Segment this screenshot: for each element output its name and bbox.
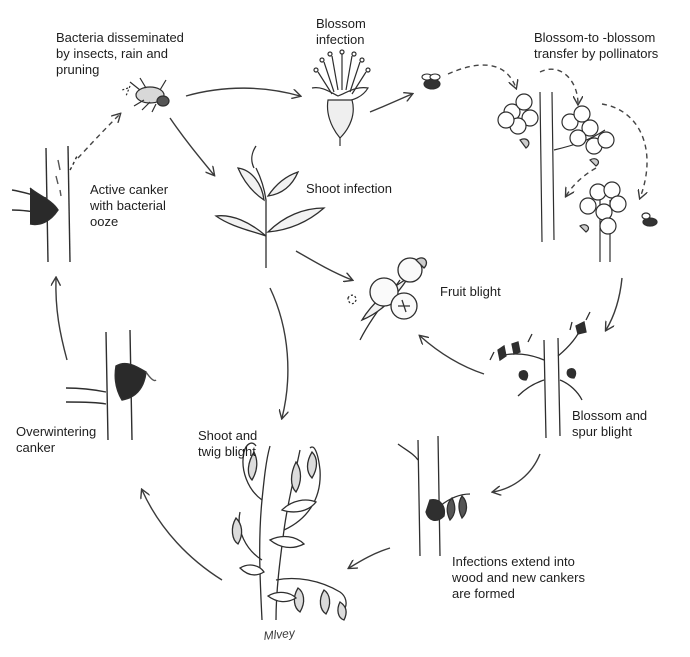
insect-illustration [121,77,170,113]
fruit-illustration [347,257,428,341]
active-canker-illustration [11,145,78,263]
arrow-extend-to-twig [349,547,391,568]
label-fruit-blight: Fruit blight [440,284,501,299]
arrow-transfer-to-spur [606,277,623,330]
arrow-blossom-to-pollinator [369,94,412,113]
arrow-shoot-to-fruit [295,250,352,280]
arrow-transfer-loop-c [566,167,597,196]
arrow-transfer-loop-b [601,103,648,198]
artist-signature: Mlvey [263,626,297,643]
blossom-illustration [311,49,371,146]
arrow-bacteria-to-shoot [169,117,214,175]
dashed-arrows [77,64,648,198]
arrow-pollinator-path [447,64,516,88]
cycle-arrows [56,87,623,581]
arrow-bacteria-to-blossom [185,87,300,96]
arrow-shoot-to-twig [269,287,288,418]
arrow-active-to-bacteria [77,114,120,159]
label-shoot-infection: Shoot infection [306,181,393,196]
arrow-overwinter-to-active [56,278,68,361]
twig-blight-illustration [231,442,347,621]
arrow-transfer-loop-a [539,68,578,104]
new-canker-illustration [397,435,471,557]
arrow-twig-to-overwinter [142,490,223,581]
flowering-branch-illustration [497,91,658,262]
spur-blight-illustration [489,311,591,439]
overwintering-illustration [65,329,157,441]
arrow-spur-to-extend [493,453,541,492]
bee-illustration [421,73,441,90]
shoot-illustration [214,145,326,268]
arrow-spur-to-fruit [420,336,485,375]
